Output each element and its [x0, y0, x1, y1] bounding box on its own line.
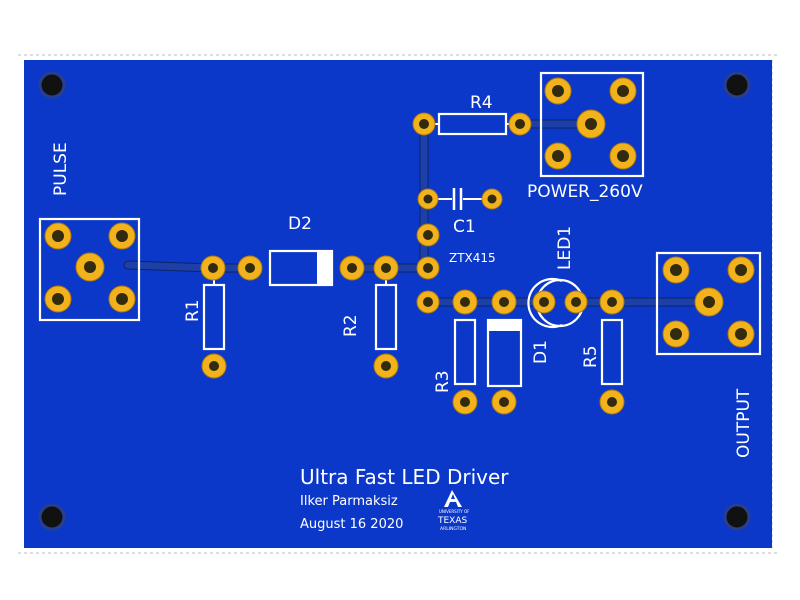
- pulse-connector: PULSE: [38, 142, 141, 322]
- board-title: Ultra Fast LED Driver: [300, 465, 509, 489]
- led-led1: LED1: [527, 226, 588, 329]
- mount-hole-bottom-left: [38, 503, 66, 531]
- output-label: OUTPUT: [734, 388, 754, 458]
- d1-label: D1: [531, 340, 551, 364]
- mount-hole-top-left: [38, 71, 66, 99]
- r5-label: R5: [581, 345, 601, 368]
- logo-line1: UNIVERSITY OF: [439, 509, 470, 514]
- r2-label: R2: [341, 314, 361, 337]
- board-date: August 16 2020: [300, 517, 403, 532]
- title-block: Ultra Fast LED Driver Ilker Parmaksiz Au…: [300, 465, 509, 532]
- logo-line2: TEXAS: [437, 516, 468, 526]
- logo-line3: ARLINGTON: [440, 526, 466, 532]
- mount-hole-bottom-right: [723, 503, 751, 531]
- resistor-r3: R3: [433, 289, 478, 415]
- board-edge: [18, 54, 780, 554]
- power-label: POWER_260V: [527, 182, 643, 202]
- diode-d1: D1: [486, 289, 551, 415]
- r1-label: R1: [183, 299, 203, 322]
- diode-d2: D2: [237, 214, 365, 287]
- mounting-holes: [38, 71, 751, 531]
- resistor-r2: R2: [341, 255, 399, 379]
- r4-label: R4: [470, 93, 493, 113]
- c1-label: C1: [453, 217, 476, 237]
- output-connector: OUTPUT: [655, 251, 762, 458]
- power-connector: POWER_260V: [527, 71, 645, 202]
- board-author: Ilker Parmaksiz: [300, 494, 398, 509]
- mount-hole-top-right: [723, 71, 751, 99]
- resistor-r1: R1: [183, 255, 227, 379]
- transistor-ztx415: ZTX415: [416, 223, 496, 314]
- ztx415-label: ZTX415: [449, 251, 496, 265]
- led1-label: LED1: [555, 226, 575, 270]
- pulse-label: PULSE: [51, 142, 71, 196]
- uta-a-logo-icon: UNIVERSITY OF TEXAS ARLINGTON: [437, 490, 470, 532]
- resistor-r5: R5: [581, 289, 625, 415]
- resistor-r4: R4: [412, 93, 532, 136]
- r3-label: R3: [433, 370, 453, 393]
- capacitor-c1: C1: [417, 188, 503, 237]
- d2-label: D2: [288, 214, 312, 234]
